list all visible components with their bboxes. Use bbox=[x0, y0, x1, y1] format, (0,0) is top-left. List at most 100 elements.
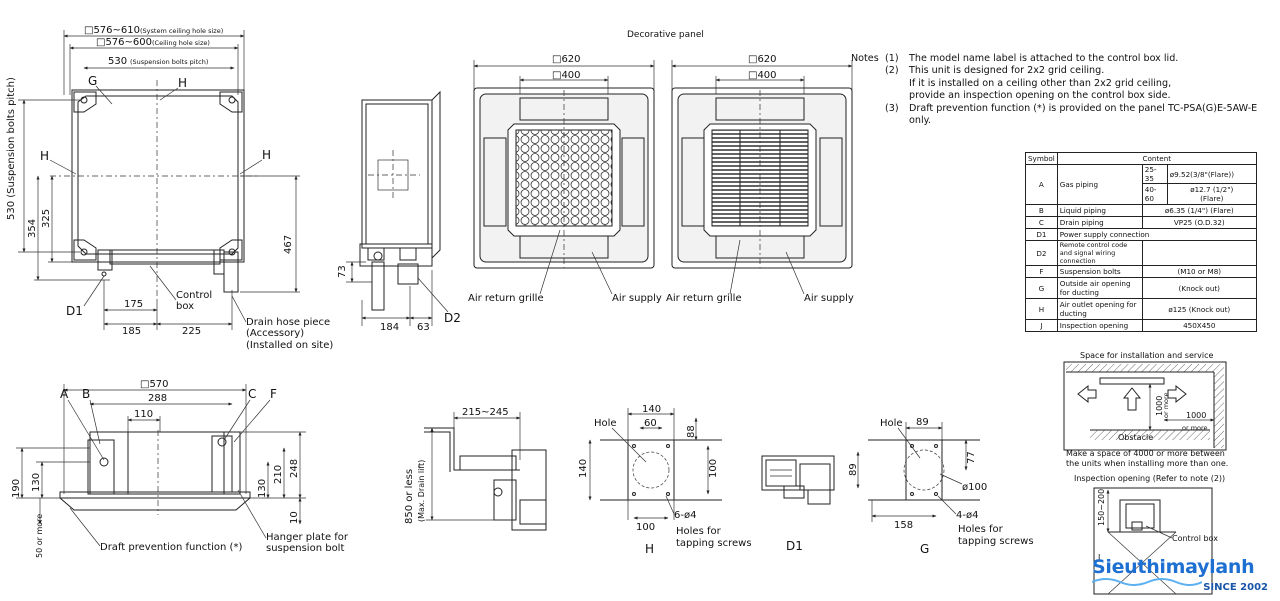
service-dim-1000-v: 1000 bbox=[1155, 396, 1164, 416]
label-air-supply-left: Air supply bbox=[612, 293, 662, 304]
brand-since: SINCE 2002 bbox=[1203, 582, 1268, 593]
dim-system-hole-note: (System ceiling hole size) bbox=[140, 27, 223, 35]
dim-248: 248 bbox=[289, 459, 300, 478]
g-label-screws-2: Holes for bbox=[958, 524, 1004, 535]
service-note-1: Make a space of 4000 or more between bbox=[1066, 449, 1225, 458]
label-control-box-1: Control bbox=[176, 290, 212, 301]
service-dim-1000-h: 1000 bbox=[1186, 411, 1206, 420]
g-dim-89-left: 89 bbox=[848, 463, 859, 476]
h-dim-100-bottom: 100 bbox=[636, 522, 655, 533]
dim-190: 190 bbox=[11, 479, 22, 498]
label-d1-top: D1 bbox=[66, 304, 83, 318]
marker-c: C bbox=[248, 387, 256, 401]
service-dim-or-more-v: or more bbox=[1162, 392, 1170, 418]
g-dim-89-top: 89 bbox=[916, 417, 929, 428]
g-label-hole: Hole bbox=[880, 418, 903, 429]
note-row-5: (3)Draft prevention function (*) is prov… bbox=[885, 102, 1258, 114]
dim-side-pitch: 530 (Suspension bolts pitch) bbox=[6, 77, 17, 220]
h-dim-60: 60 bbox=[644, 418, 657, 429]
label-control-box-2: box bbox=[176, 301, 194, 312]
spec-name-a: Gas piping bbox=[1056, 164, 1143, 205]
h-dim-140-top: 140 bbox=[642, 404, 661, 415]
spec-header-symbol: Symbol bbox=[1025, 152, 1058, 165]
spec-sym-a: A bbox=[1025, 164, 1058, 205]
dim-ceiling-hole: □576~600 bbox=[96, 37, 152, 48]
dim-215-245: 215~245 bbox=[462, 407, 509, 418]
inspection-title: Inspection opening (Refer to note (2)) bbox=[1074, 474, 1225, 483]
note-row-2: (2)This unit is designed for 2x2 grid ce… bbox=[885, 65, 1105, 77]
inspection-j: J bbox=[1097, 553, 1100, 562]
g-label-screws-3: tapping screws bbox=[958, 536, 1034, 547]
inspection-dim: 150~200 bbox=[1097, 489, 1106, 526]
dim-225: 225 bbox=[182, 326, 201, 337]
h-label-hole: Hole bbox=[594, 418, 617, 429]
inspection-control-box: Control box bbox=[1172, 534, 1218, 543]
marker-h-right: H bbox=[262, 148, 271, 162]
dim-130-right: 130 bbox=[257, 479, 268, 498]
dim-288: 288 bbox=[148, 393, 167, 404]
g-label: G bbox=[920, 542, 929, 556]
service-obstacle: Obstacle bbox=[1118, 433, 1153, 442]
service-title: Space for installation and service bbox=[1080, 351, 1214, 360]
g-dim-100: ø100 bbox=[962, 482, 987, 493]
dim-bolt-pitch: 530 bbox=[108, 56, 127, 67]
dim-850-or-less: 850 or less bbox=[404, 469, 415, 524]
h-label-screws-3: tapping screws bbox=[676, 538, 752, 549]
note-row-6: only. bbox=[909, 115, 931, 127]
detail-g: 89 77 89 ø100 158 Hole 4-ø4 Holes for ta… bbox=[848, 417, 1034, 556]
label-hanger-2: suspension bolt bbox=[266, 543, 344, 554]
label-drain-hose-2: (Accessory) bbox=[246, 328, 304, 339]
dim-110: 110 bbox=[134, 409, 153, 420]
dim-max-drain-lift: (Max. Drain lift) bbox=[417, 460, 426, 522]
dim-210: 210 bbox=[273, 465, 284, 484]
dim-325: 325 bbox=[41, 209, 52, 228]
decorative-panels: Decorative panel □620 □400 Air return gr… bbox=[468, 30, 854, 304]
front-view: □570 288 110 A B C F 190 130 50 or more bbox=[11, 379, 349, 558]
marker-h-left: H bbox=[40, 149, 49, 163]
dim-184: 184 bbox=[380, 322, 399, 333]
dim-system-hole: □576~610 bbox=[84, 25, 140, 36]
inspection-opening: Inspection opening (Refer to note (2)) 1… bbox=[1074, 474, 1225, 595]
dim-175: 175 bbox=[124, 299, 143, 310]
top-view: □576~610 (System ceiling hole size) □576… bbox=[6, 25, 333, 351]
detail-h: 140 60 88 140 100 100 Hole 6-ø4 Holes fo… bbox=[578, 404, 752, 556]
dim-10: 10 bbox=[289, 511, 300, 524]
left-panel-620: □620 bbox=[552, 54, 581, 65]
marker-g: G bbox=[88, 74, 97, 88]
right-panel-620: □620 bbox=[748, 54, 777, 65]
d1-label: D1 bbox=[786, 539, 803, 553]
dim-130-left: 130 bbox=[31, 473, 42, 492]
detail-d1: D1 bbox=[761, 455, 835, 553]
label-drain-hose-3: (Installed on site) bbox=[246, 340, 333, 351]
wave-icon bbox=[1092, 578, 1202, 586]
dim-185: 185 bbox=[122, 326, 141, 337]
note-row-1: Notes(1)The model name label is attached… bbox=[851, 53, 1179, 64]
label-air-return-right: Air return grille bbox=[666, 293, 742, 304]
service-note-2: the units when installing more than one. bbox=[1066, 459, 1228, 468]
h-dim-140-left: 140 bbox=[578, 459, 589, 478]
note-row-4: provide an inspection opening on the con… bbox=[909, 90, 1171, 102]
dim-354: 354 bbox=[27, 219, 38, 238]
h-dim-88: 88 bbox=[686, 425, 697, 438]
spec-header-content: Content bbox=[1056, 152, 1257, 165]
brand-name: Sieuthimaylanh bbox=[1092, 556, 1255, 578]
g-label-screws-1: 4-ø4 bbox=[956, 510, 978, 521]
label-air-return-left: Air return grille bbox=[468, 293, 544, 304]
side-view: 73 184 63 D2 bbox=[337, 90, 461, 333]
h-label: H bbox=[645, 542, 654, 556]
right-panel-400: □400 bbox=[748, 70, 777, 81]
marker-f: F bbox=[270, 387, 277, 401]
label-drain-hose-1: Drain hose piece bbox=[246, 317, 330, 328]
decorative-title: Decorative panel bbox=[627, 30, 704, 40]
h-label-screws-1: 6-ø4 bbox=[674, 510, 696, 521]
dim-50-or-more: 50 or more bbox=[35, 514, 44, 558]
brand-logo: Sieuthimaylanh SINCE 2002 bbox=[1092, 556, 1276, 600]
h-label-screws-2: Holes for bbox=[676, 526, 722, 537]
dim-ceiling-hole-note: (Ceiling hole size) bbox=[152, 39, 210, 47]
marker-a: A bbox=[60, 387, 69, 401]
dim-bolt-pitch-note: (Suspension bolts pitch) bbox=[130, 58, 208, 66]
service-dim-or-more-h: or more bbox=[1182, 424, 1208, 432]
label-draft-prevention: Draft prevention function (*) bbox=[100, 542, 242, 553]
